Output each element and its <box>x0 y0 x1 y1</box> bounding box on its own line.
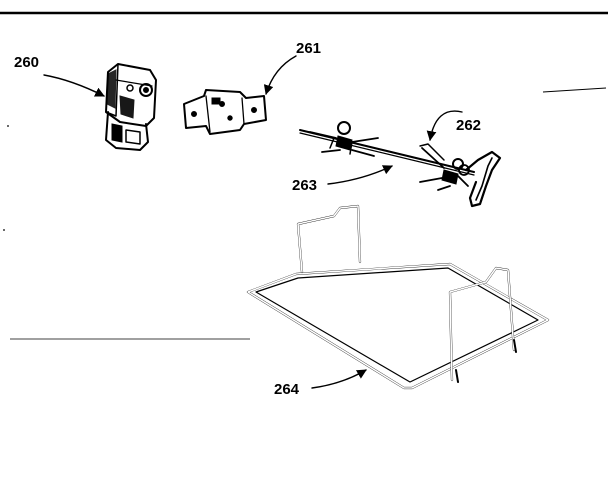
leader-line-264 <box>311 369 367 389</box>
leader-line-263 <box>327 165 393 185</box>
spit-fork-icon <box>309 121 469 191</box>
mounting-bracket-icon <box>183 89 267 135</box>
scan-speck <box>7 125 9 127</box>
rotisserie-motor-icon <box>105 63 157 151</box>
leader-line-262 <box>426 110 463 141</box>
callout-262: 262 <box>456 117 481 134</box>
spit-rod-icon <box>299 129 502 208</box>
callout-261: 261 <box>296 40 321 57</box>
wire-rack-icon <box>246 204 550 390</box>
callout-263: 263 <box>292 177 317 194</box>
scan-speck <box>3 229 5 231</box>
scan-line-right <box>542 87 607 93</box>
callout-260: 260 <box>14 54 39 71</box>
leader-line-261 <box>263 55 297 95</box>
leader-line-260 <box>43 74 105 97</box>
callout-264: 264 <box>274 381 300 398</box>
